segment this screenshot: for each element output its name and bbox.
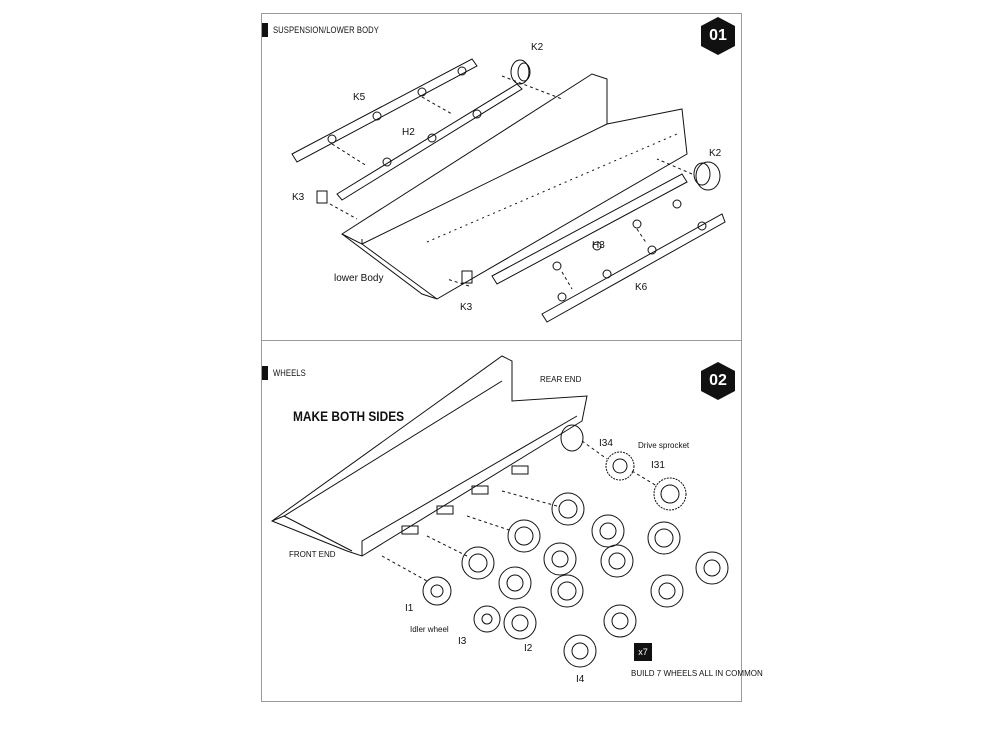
- step-1-badge: 01: [698, 16, 738, 56]
- label-k3-bottom: K3: [460, 302, 473, 313]
- step-1-title: SUSPENSION/LOWER BODY: [273, 25, 379, 35]
- wheels-diagram: [270, 355, 729, 668]
- step-1-panel: SUSPENSION/LOWER BODY 01: [261, 13, 742, 341]
- label-i1: I1: [405, 603, 414, 614]
- step-2-number: 02: [709, 372, 727, 389]
- step-2-title: WHEELS: [273, 368, 306, 378]
- label-i3: I3: [458, 636, 467, 647]
- build-note: BUILD 7 WHEELS ALL IN COMMON: [631, 669, 763, 678]
- label-i4: I4: [576, 674, 585, 685]
- suspension-diagram: [291, 58, 726, 323]
- label-rear-end: REAR END: [540, 375, 582, 384]
- label-make-both-sides: MAKE BOTH SIDES: [293, 408, 405, 424]
- label-k3-left: K3: [292, 192, 305, 203]
- label-idler-wheel: Idler wheel: [410, 625, 449, 634]
- label-h2: H2: [402, 127, 415, 138]
- label-k2-top: K2: [531, 42, 544, 53]
- step-1-number: 01: [709, 27, 727, 44]
- label-i31: I31: [651, 460, 665, 471]
- label-k2-right: K2: [709, 148, 722, 159]
- label-k5: K5: [353, 92, 366, 103]
- label-lower-body: lower Body: [334, 273, 384, 284]
- label-k6: K6: [635, 282, 648, 293]
- step-2-panel: WHEELS 02: [261, 340, 763, 702]
- label-drive-sprocket: Drive sprocket: [638, 441, 690, 450]
- label-i2: I2: [524, 643, 533, 654]
- quantity-badge: x7: [634, 643, 652, 661]
- step-1-header: SUSPENSION/LOWER BODY: [262, 22, 398, 38]
- section-marker: [262, 366, 268, 380]
- label-i34: I34: [599, 438, 613, 449]
- step-2-badge: 02: [698, 361, 738, 401]
- section-marker: [262, 23, 268, 37]
- step-2-header: WHEELS: [262, 365, 312, 381]
- label-front-end: FRONT END: [289, 550, 336, 559]
- label-h3: H3: [592, 240, 605, 251]
